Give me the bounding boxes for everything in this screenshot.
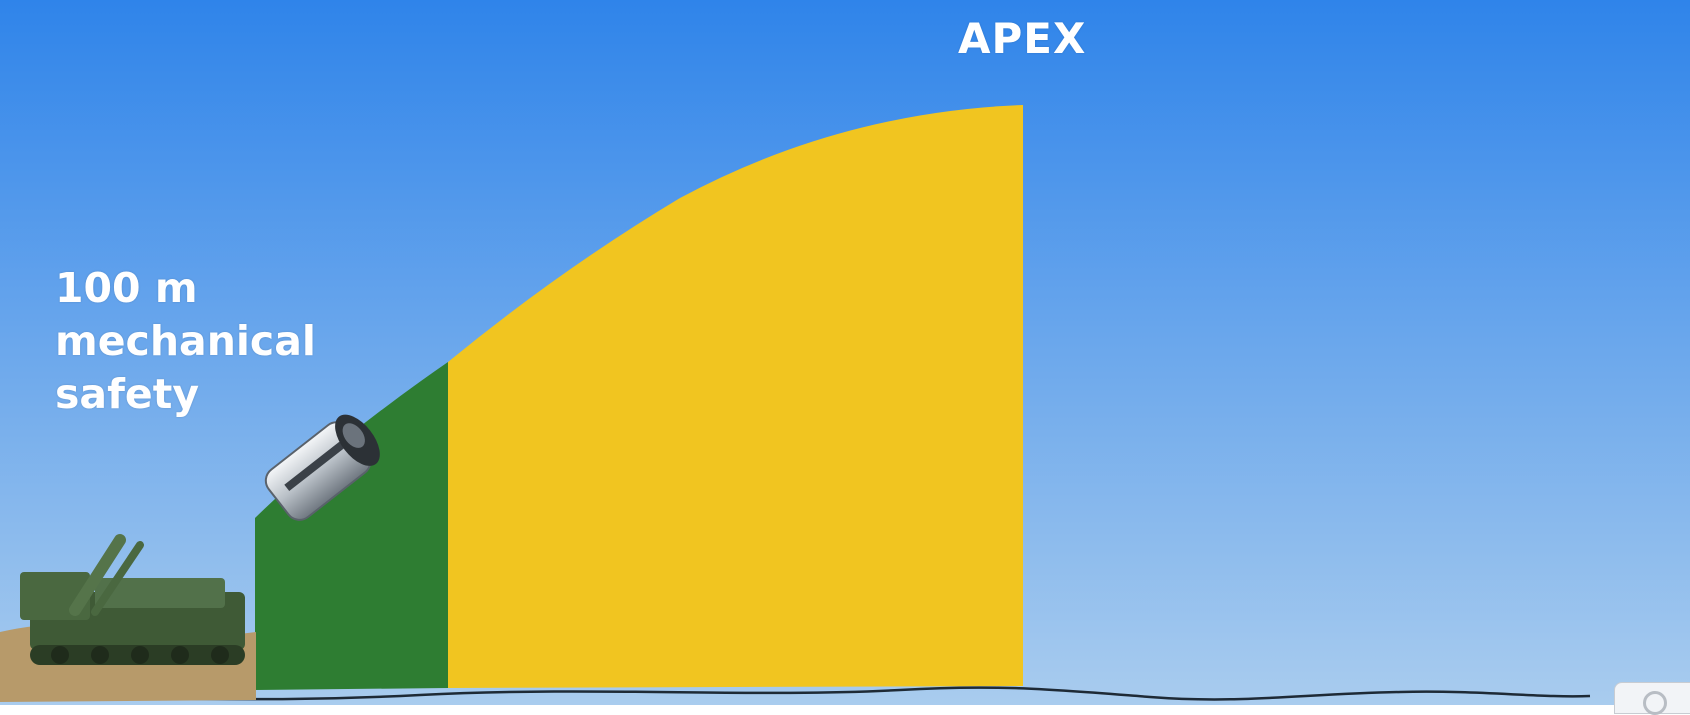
safety-label-line-3: safety bbox=[55, 370, 200, 418]
launcher-vehicle-icon bbox=[20, 534, 245, 665]
armed-zone-area bbox=[448, 105, 1023, 688]
safety-label-line-2: mechanical bbox=[55, 317, 316, 365]
safety-label-line-1: 100 m bbox=[55, 264, 198, 312]
apex-label: APEX bbox=[958, 14, 1087, 63]
projectile-icon bbox=[264, 414, 380, 521]
corner-ring-icon bbox=[1643, 691, 1667, 715]
ground-line bbox=[0, 686, 1591, 702]
safety-distance-label: 100 m mechanical safety bbox=[55, 262, 316, 421]
corner-control[interactable] bbox=[1614, 682, 1690, 715]
safety-zone-area bbox=[255, 362, 448, 690]
